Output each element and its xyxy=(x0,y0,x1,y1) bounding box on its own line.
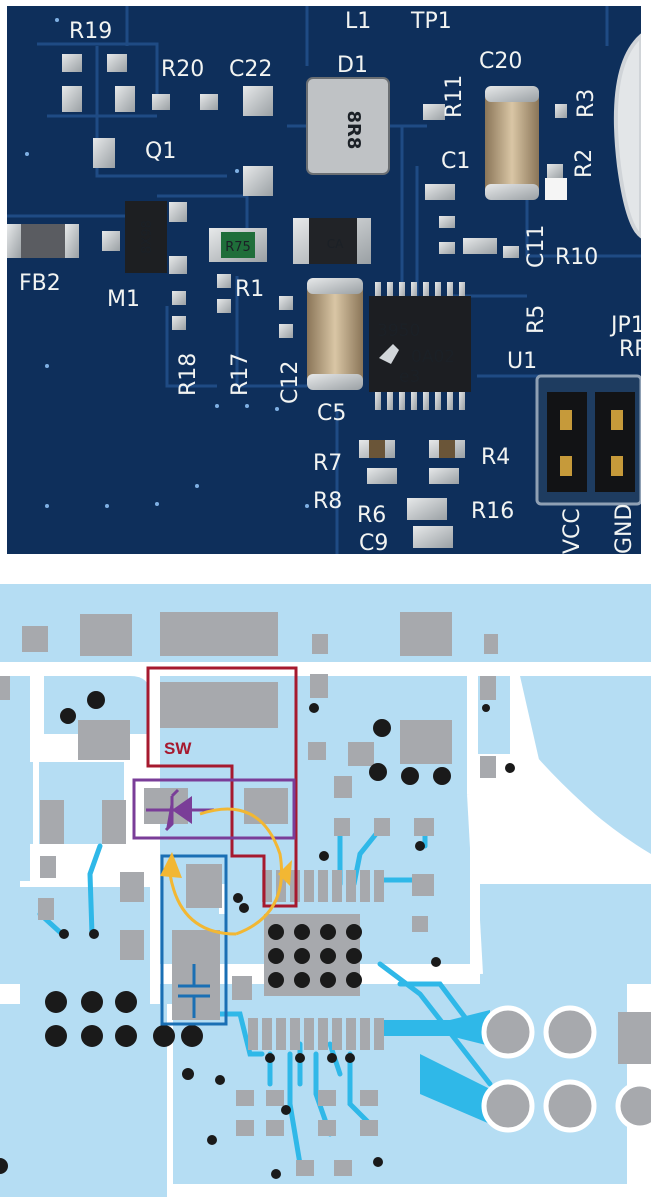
svg-text:TP1: TP1 xyxy=(410,9,452,34)
photo-pads xyxy=(62,54,567,338)
jp1-header xyxy=(535,374,641,506)
svg-text:R18: R18 xyxy=(176,353,201,396)
svg-text:R17: R17 xyxy=(228,353,253,396)
svg-text:R10: R10 xyxy=(555,245,598,270)
svg-text:CA: CA xyxy=(327,237,344,251)
svg-text:R8: R8 xyxy=(313,489,342,514)
pcb-photo: 8X98 R75 CA 8R8 3950 0A02 e3 xyxy=(7,6,641,554)
svg-text:R2: R2 xyxy=(572,149,597,178)
lower-passives xyxy=(359,104,567,548)
svg-text:e3: e3 xyxy=(399,367,420,387)
vias xyxy=(0,691,515,1179)
m1-mosfet: 8X98 xyxy=(125,201,167,273)
sw-label: SW xyxy=(164,739,192,758)
svg-text:C5: C5 xyxy=(317,401,346,426)
svg-text:Q1: Q1 xyxy=(145,139,176,164)
svg-text:GND: GND xyxy=(612,504,637,554)
connector-pads xyxy=(481,1005,651,1133)
svg-text:R3: R3 xyxy=(574,89,599,118)
svg-text:L1: L1 xyxy=(345,9,371,34)
svg-text:U1: U1 xyxy=(507,349,537,374)
loop-arrowheads xyxy=(160,852,292,886)
svg-text:R1: R1 xyxy=(235,277,264,302)
svg-text:R6: R6 xyxy=(357,503,386,528)
svg-text:8R8: 8R8 xyxy=(343,111,364,150)
tp-connector xyxy=(613,33,641,239)
svg-text:VCC: VCC xyxy=(560,508,585,554)
sw-node-outline xyxy=(146,666,298,908)
svg-text:0A02: 0A02 xyxy=(411,347,455,367)
diode-outline xyxy=(132,778,296,840)
svg-text:3950: 3950 xyxy=(377,321,420,341)
svg-text:R7: R7 xyxy=(313,451,342,476)
svg-text:8X98: 8X98 xyxy=(140,220,155,254)
svg-text:R19: R19 xyxy=(69,19,112,44)
u1-ic: 3950 0A02 e3 xyxy=(369,282,471,410)
svg-text:FB2: FB2 xyxy=(19,271,61,296)
svg-text:C12: C12 xyxy=(278,361,303,404)
svg-text:C11: C11 xyxy=(524,225,549,268)
svg-text:JP1: JP1 xyxy=(609,313,641,338)
c20-capacitor xyxy=(485,86,539,200)
current-loop-arrows xyxy=(168,807,284,936)
silkscreen-labels: R19 L1 TP1 R20 C22 D1 C20 Q1 R11 R3 C1 R… xyxy=(19,9,641,554)
photo-vias xyxy=(25,18,309,508)
diode-symbol-icon xyxy=(146,788,214,832)
r1-resistor: R75 xyxy=(209,228,267,262)
svg-text:R4: R4 xyxy=(481,445,510,470)
trace-fans xyxy=(380,1010,490,1124)
capacitor-outline xyxy=(160,854,228,1026)
svg-text:C1: C1 xyxy=(441,149,470,174)
svg-text:D1: D1 xyxy=(337,53,368,78)
svg-text:C9: C9 xyxy=(359,531,388,554)
svg-text:R20: R20 xyxy=(161,57,204,82)
thermal-vias xyxy=(268,924,362,988)
c5-capacitor xyxy=(307,278,363,390)
svg-text:RP: RP xyxy=(619,337,641,362)
fb2-component xyxy=(7,224,79,258)
svg-text:M1: M1 xyxy=(107,287,140,312)
capacitor-symbol-icon xyxy=(178,964,210,1018)
pads xyxy=(0,612,651,1176)
svg-text:C20: C20 xyxy=(479,49,522,74)
pcb-layout-diagram: SW xyxy=(0,584,651,1197)
svg-text:R11: R11 xyxy=(442,75,467,118)
diode-package: CA xyxy=(293,218,371,264)
svg-text:R16: R16 xyxy=(471,499,514,524)
svg-text:R75: R75 xyxy=(225,240,251,255)
svg-text:C22: C22 xyxy=(229,57,272,82)
d1-inductor: 8R8 xyxy=(306,77,390,175)
svg-text:R5: R5 xyxy=(524,305,549,334)
